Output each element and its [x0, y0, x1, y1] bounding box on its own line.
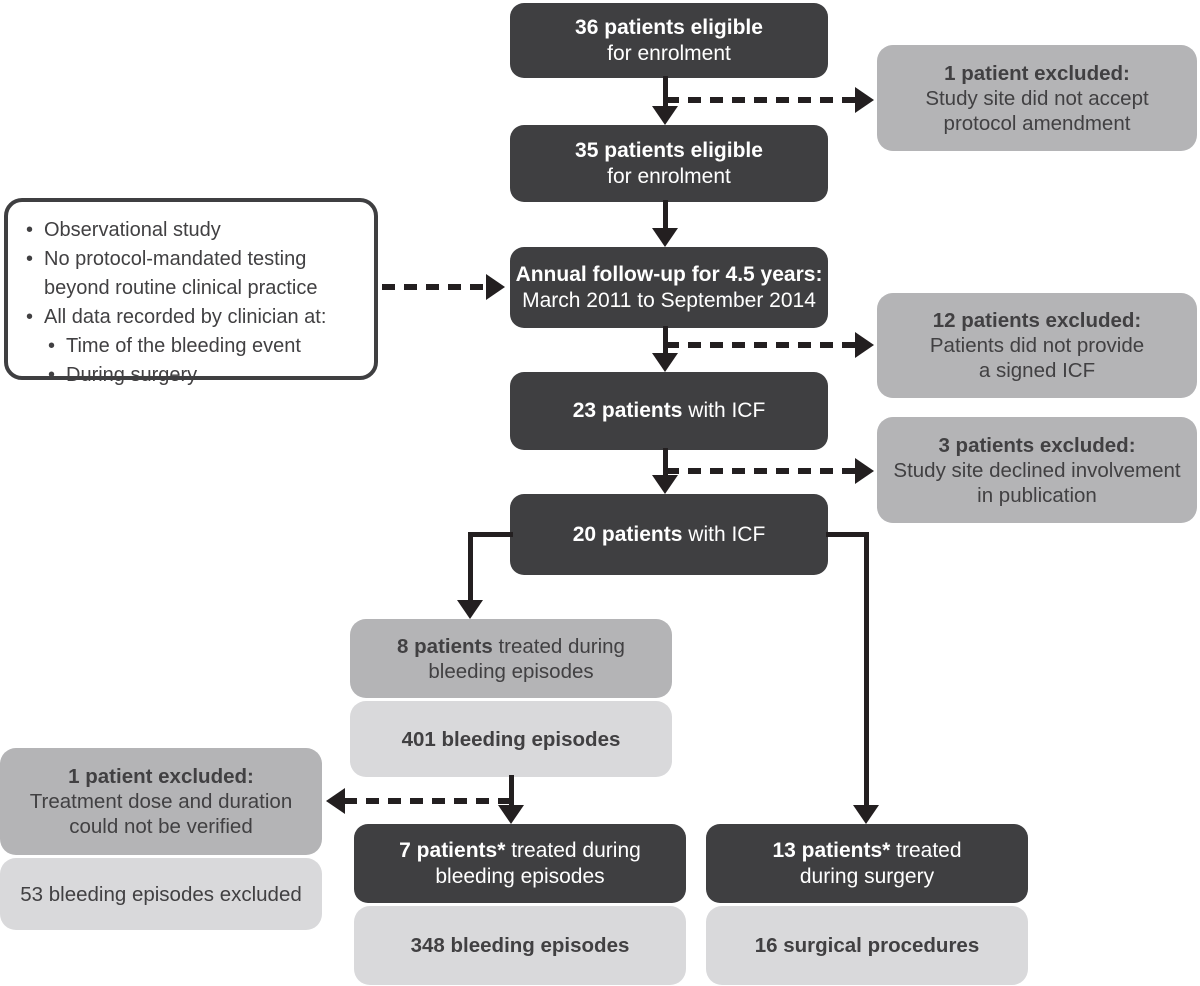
note-subitem: Time of the bleeding event	[46, 332, 348, 361]
arrow-excluded-protocol-head	[855, 87, 874, 113]
node-348-bleeding-episodes: 348 bleeding episodes	[354, 906, 686, 985]
node-excluded-publication: 3 patients excluded: Study site declined…	[877, 417, 1197, 523]
node-16-surgical-procedures: 16 surgical procedures	[706, 906, 1028, 985]
arrow-excluded-publication-dash	[666, 468, 855, 474]
arrow-followup-to-23-line	[663, 326, 668, 356]
node-8-treated-bleeding: 8 patients treated during bleeding episo…	[350, 619, 672, 698]
arrow-20-to-8-hline	[468, 532, 513, 537]
arrow-excluded-icf-head	[855, 332, 874, 358]
arrow-excluded-dose-dash	[344, 798, 512, 804]
node-20-with-icf: 20 patients with ICF	[510, 494, 828, 575]
arrow-20-to-8-vline	[468, 532, 473, 604]
arrow-20-to-13-hline	[826, 532, 869, 537]
node-excluded-dose-verification: 1 patient excluded: Treatment dose and d…	[0, 748, 322, 855]
node-23-with-icf: 23 patients with ICF	[510, 372, 828, 450]
node-7-treated-bleeding: 7 patients* treated during bleeding epis…	[354, 824, 686, 903]
note-item: All data recorded by clinician at:	[24, 303, 348, 332]
arrow-35-to-followup-line	[663, 200, 668, 231]
arrow-36-to-35-head	[652, 106, 678, 125]
node-excluded-no-icf: 12 patients excluded: Patients did not p…	[877, 293, 1197, 398]
arrow-35-to-followup-head	[652, 228, 678, 247]
note-item: Observational study	[24, 216, 348, 245]
node-annual-followup: Annual follow-up for 4.5 years: March 20…	[510, 247, 828, 328]
arrow-23-to-20-line	[663, 448, 668, 478]
node-13-treated-surgery: 13 patients* treated during surgery	[706, 824, 1028, 903]
arrow-23-to-20-head	[652, 475, 678, 494]
node-35-eligible: 35 patients eligible for enrolment	[510, 125, 828, 202]
arrow-followup-to-23-head	[652, 353, 678, 372]
node-36-eligible: 36 patients eligible for enrolment	[510, 3, 828, 78]
node-excluded-protocol-amendment: 1 patient excluded: Study site did not a…	[877, 45, 1197, 151]
arrow-401-to-7-head	[498, 805, 524, 824]
arrow-notes-to-followup-dash	[382, 284, 486, 290]
arrow-excluded-publication-head	[855, 458, 874, 484]
arrow-401-to-7-line	[509, 775, 514, 809]
note-subitem: During surgery	[46, 361, 348, 390]
arrow-excluded-dose-head	[326, 788, 345, 814]
node-53-episodes-excluded: 53 bleeding episodes excluded	[0, 858, 322, 930]
study-notes-list: Observational study No protocol-mandated…	[8, 202, 374, 402]
node-study-notes: Observational study No protocol-mandated…	[4, 198, 378, 390]
note-item: No protocol-mandated testing beyond rout…	[24, 245, 348, 303]
arrow-20-to-13-head	[853, 805, 879, 824]
node-401-bleeding-episodes: 401 bleeding episodes	[350, 701, 672, 777]
arrow-20-to-13-vline	[864, 532, 869, 807]
arrow-20-to-8-head	[457, 600, 483, 619]
arrow-36-to-35-line	[663, 76, 668, 108]
arrow-excluded-icf-dash	[666, 342, 855, 348]
arrow-notes-to-followup-head	[486, 274, 505, 300]
arrow-excluded-protocol-dash	[666, 97, 855, 103]
